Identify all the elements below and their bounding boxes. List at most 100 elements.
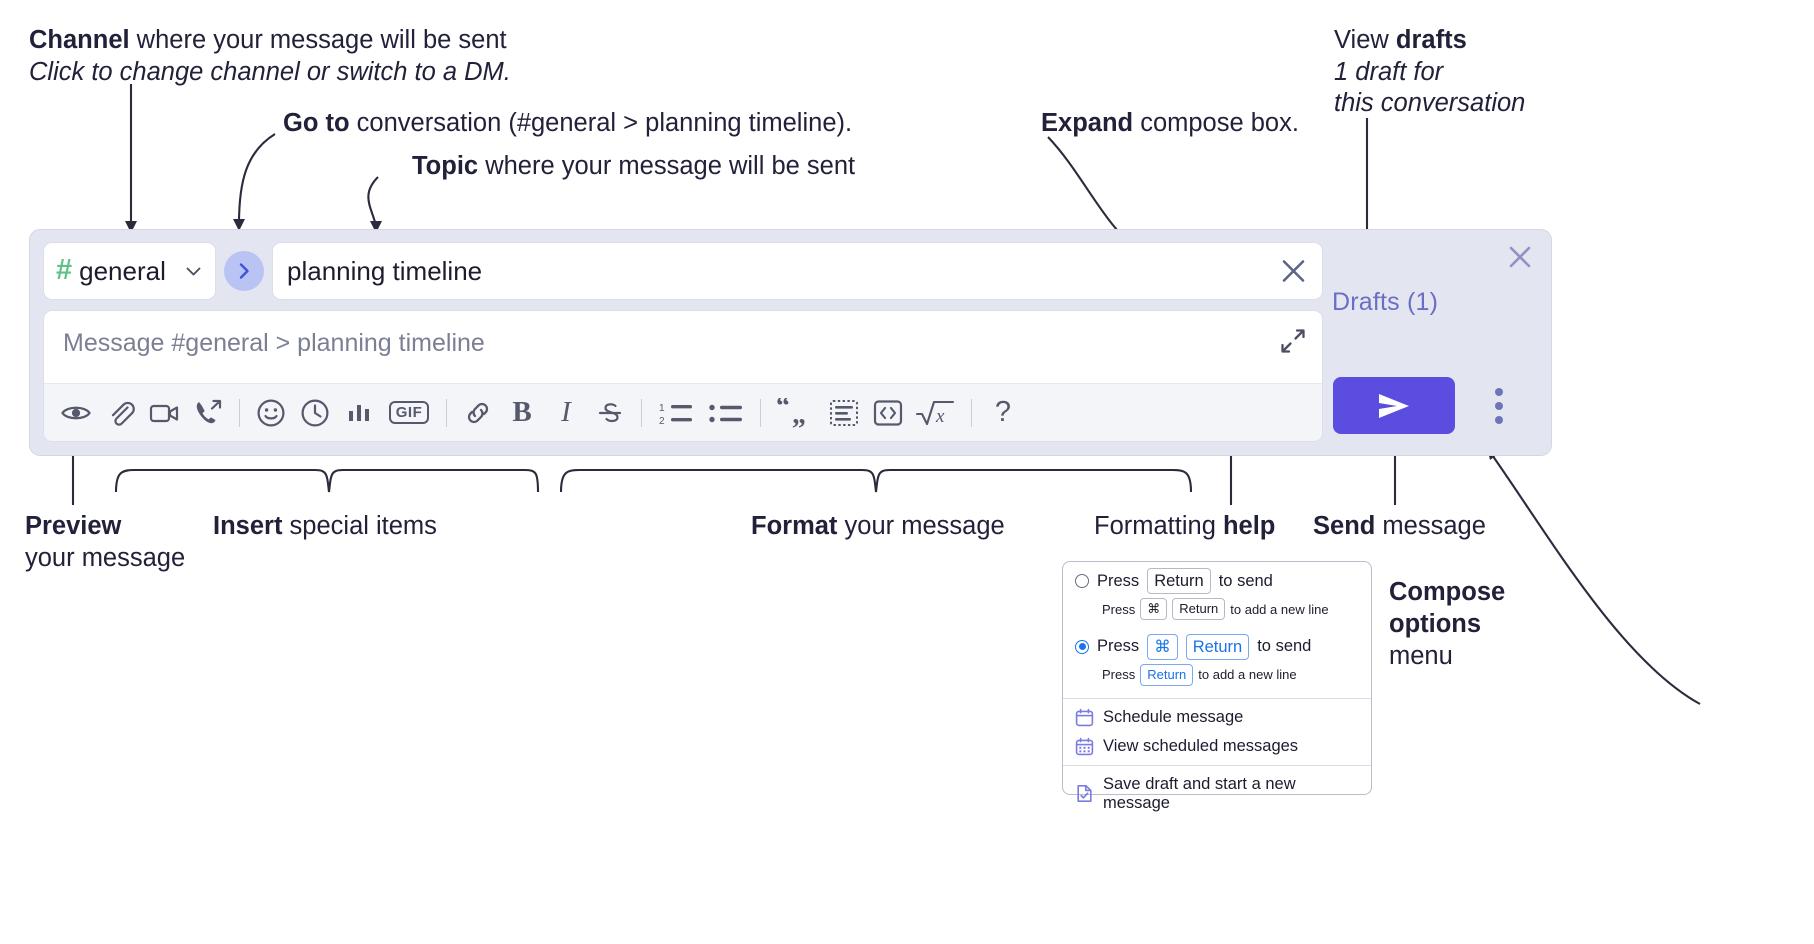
bulleted-list-button[interactable] — [701, 391, 751, 435]
bold-button[interactable]: B — [500, 391, 544, 435]
annotation-drafts-line2: 1 draft for — [1334, 58, 1444, 86]
close-compose-button[interactable] — [1503, 240, 1537, 274]
poll-button[interactable] — [337, 391, 381, 435]
annotation-expand: Expand compose box. — [1041, 109, 1299, 137]
radio-button-selected[interactable] — [1075, 639, 1089, 654]
strikethrough-icon — [598, 402, 622, 422]
drafts-link[interactable]: Drafts (1) — [1332, 288, 1439, 316]
link-button[interactable] — [456, 391, 500, 435]
compose-options-menu: Press Return to send Press ⌘ Return to a… — [1062, 561, 1372, 812]
video-clip-button[interactable] — [142, 391, 186, 435]
blockquote-button[interactable]: “ „ — [770, 391, 822, 435]
separator-4 — [760, 398, 761, 427]
key-command: ⌘ — [1140, 598, 1168, 620]
attach-button[interactable] — [98, 391, 142, 435]
menu-item-label: Save draft and start a new message — [1103, 774, 1296, 812]
bar-chart-icon — [349, 404, 369, 421]
message-placeholder: Message #general > planning timeline — [63, 329, 485, 357]
separator-2 — [446, 398, 447, 427]
code-brackets-icon — [873, 399, 903, 426]
svg-text:x: x — [935, 406, 945, 427]
italic-button[interactable]: I — [544, 391, 588, 435]
kebab-dot — [1495, 402, 1503, 410]
strikethrough-button[interactable] — [588, 391, 632, 435]
quote-icon: “ „ — [776, 398, 806, 428]
ordered-list-button[interactable]: 1 2 — [651, 391, 701, 435]
annotation-drafts-line1: View drafts — [1334, 26, 1467, 54]
annotation-format: Format your message — [751, 512, 1005, 540]
topic-input[interactable]: planning timeline — [272, 242, 1323, 300]
menu-item-schedule-message[interactable]: Schedule message — [1063, 703, 1371, 732]
formatting-help-button[interactable]: ? — [981, 391, 1025, 435]
annotation-channel-line2: Click to change channel or switch to a D… — [29, 58, 511, 86]
preview-button[interactable] — [54, 391, 98, 435]
clear-topic-button[interactable] — [1279, 257, 1308, 286]
italic-icon: I — [561, 396, 571, 428]
message-editor[interactable]: Message #general > planning timeline — [43, 310, 1323, 442]
latex-button[interactable]: x — [910, 391, 962, 435]
send-icon — [1379, 393, 1409, 418]
emoji-button[interactable] — [249, 391, 293, 435]
send-option-cmd-return[interactable]: Press ⌘ Return to send Press Return to a… — [1063, 628, 1371, 694]
channel-selector[interactable]: # general — [43, 242, 216, 300]
separator-1 — [239, 398, 240, 427]
square-root-x-icon: x — [915, 400, 955, 427]
send-message-button[interactable] — [1333, 377, 1455, 434]
gif-button[interactable]: GIF — [381, 391, 437, 435]
reminder-button[interactable] — [293, 391, 337, 435]
code-block-button[interactable] — [822, 391, 866, 435]
annotation-preview-line2: your message — [25, 544, 186, 572]
audio-clip-button[interactable] — [186, 391, 230, 435]
ordered-list-icon: 1 2 — [659, 403, 692, 427]
hash-icon: # — [56, 253, 73, 286]
key-return: Return — [1185, 633, 1250, 661]
go-to-conversation-button[interactable] — [224, 251, 264, 291]
annotation-compose-options-line2: options — [1389, 610, 1482, 638]
sub-pre: Press — [1102, 667, 1136, 683]
channel-name: general — [79, 255, 166, 286]
menu-item-view-scheduled[interactable]: View scheduled messages — [1063, 732, 1371, 761]
opt-pre: Press — [1097, 571, 1140, 590]
separator-3 — [641, 398, 642, 427]
question-mark-icon: ? — [994, 396, 1012, 428]
annotation-compose-options-line1: Compose — [1389, 578, 1506, 606]
annotation-drafts-line3: this conversation — [1334, 89, 1526, 117]
send-option-return-sub: Press ⌘ Return to add a new line — [1102, 598, 1359, 620]
separator-5 — [971, 398, 972, 427]
inline-code-button[interactable] — [866, 391, 910, 435]
annotation-help: Formatting help — [1094, 512, 1276, 540]
opt-pre: Press — [1097, 637, 1140, 656]
annotation-send: Send message — [1313, 512, 1486, 540]
annotation-compose-options-line3: menu — [1389, 642, 1453, 670]
annotation-channel-line1: Channel where your message will be sent — [29, 26, 507, 54]
gif-icon: GIF — [388, 401, 430, 424]
compose-box: # general planning timeline — [29, 229, 1552, 456]
annotation-preview-line1: Preview — [25, 512, 122, 540]
compose-options-button[interactable] — [1483, 382, 1515, 430]
menu-divider — [1063, 697, 1371, 699]
sub-pre: Press — [1102, 601, 1136, 617]
compose-header-row: # general planning timeline — [43, 242, 1323, 300]
smiley-icon — [257, 399, 285, 426]
radio-button[interactable] — [1075, 574, 1089, 589]
svg-text:1: 1 — [659, 403, 665, 414]
expand-compose-button[interactable] — [1279, 327, 1307, 355]
eye-icon — [61, 406, 91, 419]
sub-post: to add a new line — [1198, 667, 1297, 683]
kebab-dot — [1495, 388, 1503, 396]
send-option-return[interactable]: Press Return to send Press ⌘ Return to a… — [1063, 562, 1371, 628]
chevron-down-icon — [184, 262, 203, 281]
svg-text:2: 2 — [659, 416, 665, 427]
key-command: ⌘ — [1147, 633, 1178, 661]
calendar-icon — [1075, 708, 1094, 726]
menu-item-save-draft[interactable]: Save draft and start a new message — [1063, 770, 1371, 818]
kebab-dot — [1495, 416, 1503, 424]
bulleted-list-icon — [709, 404, 742, 422]
key-return: Return — [1172, 598, 1226, 620]
close-icon — [1509, 246, 1531, 268]
formatting-toolbar: GIF B I — [44, 383, 1322, 441]
document-check-icon — [1077, 785, 1092, 803]
send-option-return-main: Press Return to send — [1075, 568, 1359, 595]
